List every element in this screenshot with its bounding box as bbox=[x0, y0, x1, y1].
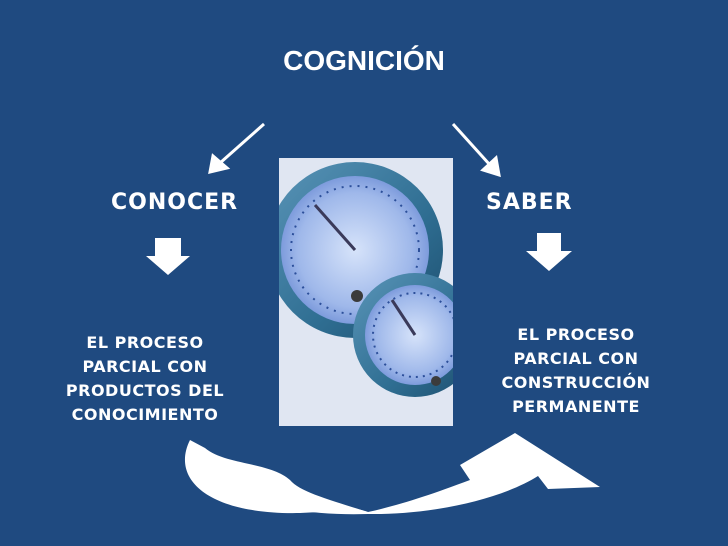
cycle-curved-arrow bbox=[185, 433, 600, 514]
description-line: PARCIAL CON bbox=[478, 347, 674, 371]
heading-saber: SABER bbox=[486, 190, 573, 215]
description-line: CONSTRUCCIÓN bbox=[478, 371, 674, 395]
arrow-right-diagonal bbox=[453, 124, 499, 175]
gauges-image bbox=[267, 158, 477, 426]
description-line: EL PROCESO bbox=[478, 323, 674, 347]
arrow-left-diagonal bbox=[210, 124, 264, 172]
diagram-title: COGNICIÓN bbox=[0, 45, 728, 77]
description-saber: EL PROCESO PARCIAL CON CONSTRUCCIÓN PERM… bbox=[478, 323, 674, 419]
description-line: CONOCIMIENTO bbox=[40, 403, 250, 427]
heading-conocer: CONOCER bbox=[111, 190, 238, 215]
down-arrow-left bbox=[146, 238, 190, 275]
down-arrow-right bbox=[526, 233, 572, 271]
description-conocer: EL PROCESO PARCIAL CON PRODUCTOS DEL CON… bbox=[40, 331, 250, 427]
description-line: PERMANENTE bbox=[478, 395, 674, 419]
description-line: PARCIAL CON bbox=[40, 355, 250, 379]
description-line: EL PROCESO bbox=[40, 331, 250, 355]
description-line: PRODUCTOS DEL bbox=[40, 379, 250, 403]
